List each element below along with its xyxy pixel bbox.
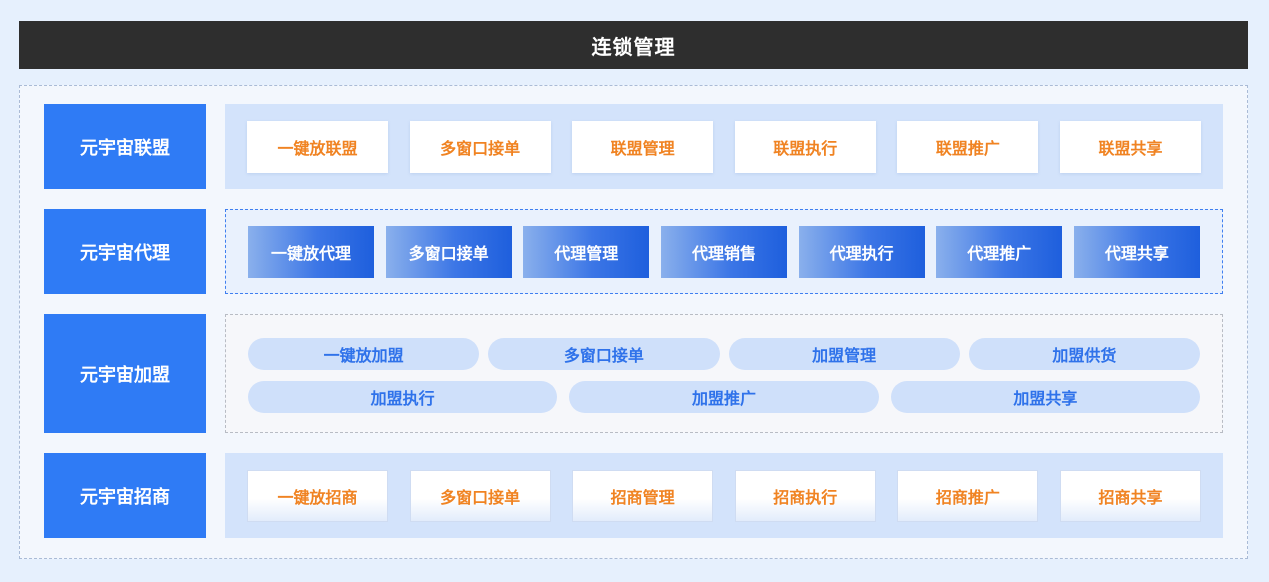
investment-panel: 一键放招商 多窗口接单 招商管理 招商执行 招商推广 招商共享 — [225, 453, 1223, 538]
agency-item: 多窗口接单 — [385, 225, 512, 278]
page-title: 连锁管理 — [19, 21, 1248, 69]
agency-item: 代理管理 — [523, 225, 650, 278]
alliance-item: 多窗口接单 — [409, 120, 551, 173]
investment-item: 招商推广 — [897, 469, 1039, 522]
agency-item: 代理推广 — [936, 225, 1063, 278]
agency-item: 代理销售 — [660, 225, 787, 278]
investment-item: 多窗口接单 — [409, 469, 551, 522]
franchise-panel: 一键放加盟 多窗口接单 加盟管理 加盟供货 加盟执行 加盟推广 加盟共享 — [225, 314, 1223, 433]
investment-item: 招商执行 — [734, 469, 876, 522]
alliance-item: 联盟共享 — [1059, 120, 1201, 173]
alliance-item: 联盟管理 — [572, 120, 714, 173]
franchise-pill: 加盟供货 — [968, 338, 1200, 370]
investment-item: 招商共享 — [1059, 469, 1201, 522]
franchise-pill: 一键放加盟 — [248, 338, 480, 370]
alliance-item: 一键放联盟 — [247, 120, 388, 173]
agency-item: 代理共享 — [1073, 225, 1200, 278]
row-label-alliance: 元宇宙联盟 — [44, 104, 206, 189]
agency-panel: 一键放代理 多窗口接单 代理管理 代理销售 代理执行 代理推广 代理共享 — [225, 209, 1223, 294]
franchise-pill: 加盟共享 — [890, 381, 1200, 413]
franchise-pill: 加盟推广 — [569, 381, 879, 413]
alliance-item: 联盟推广 — [897, 120, 1039, 173]
franchise-pill: 加盟管理 — [728, 338, 960, 370]
investment-item: 一键放招商 — [247, 469, 388, 522]
agency-item: 代理执行 — [798, 225, 925, 278]
franchise-pill: 多窗口接单 — [488, 338, 720, 370]
alliance-item: 联盟执行 — [734, 120, 876, 173]
row-label-agency: 元宇宙代理 — [44, 209, 206, 294]
row-label-investment: 元宇宙招商 — [44, 453, 206, 538]
agency-item: 一键放代理 — [248, 225, 374, 278]
row-label-franchise: 元宇宙加盟 — [44, 314, 206, 433]
alliance-panel: 一键放联盟 多窗口接单 联盟管理 联盟执行 联盟推广 联盟共享 — [225, 104, 1223, 189]
franchise-pill: 加盟执行 — [248, 381, 558, 413]
investment-item: 招商管理 — [572, 469, 714, 522]
